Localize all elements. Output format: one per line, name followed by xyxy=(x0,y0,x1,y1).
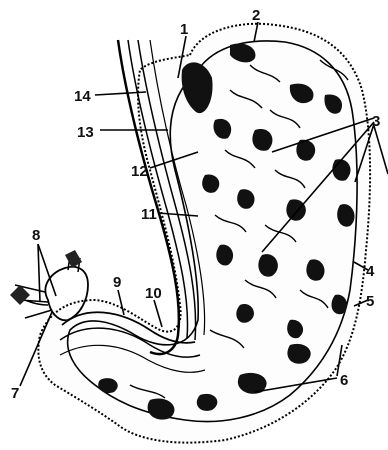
label-10: 10 xyxy=(145,285,162,302)
label-9: 9 xyxy=(113,274,121,291)
label-11: 11 xyxy=(141,206,157,223)
leader-3d xyxy=(374,126,388,174)
label-8: 8 xyxy=(32,227,40,244)
label-14: 14 xyxy=(74,88,91,105)
label-3: 3 xyxy=(372,113,380,130)
leader-10 xyxy=(154,300,162,327)
label-6: 6 xyxy=(340,372,348,389)
label-13: 13 xyxy=(77,124,94,141)
label-4: 4 xyxy=(366,263,375,280)
leader-8a xyxy=(38,244,40,302)
label-1: 1 xyxy=(180,21,188,38)
label-7: 7 xyxy=(11,385,19,402)
label-2: 2 xyxy=(252,7,260,24)
label-12: 12 xyxy=(131,163,148,180)
label-5: 5 xyxy=(366,293,374,310)
leader-8b xyxy=(38,244,56,296)
